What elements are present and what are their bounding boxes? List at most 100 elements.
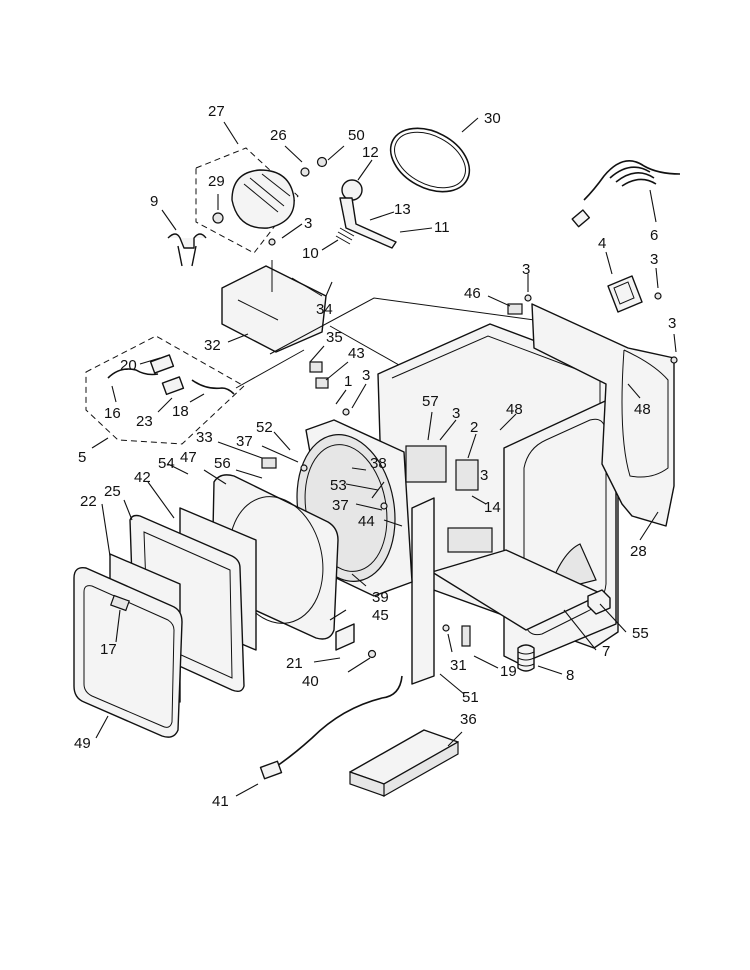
callout-29: 29 [208,173,225,190]
outer-door-49 [73,567,183,738]
drive-belt [389,127,471,193]
callout-3f: 3 [452,405,460,422]
callout-55: 55 [632,625,649,642]
callout-26: 26 [270,127,287,144]
idler-assembly [335,179,397,249]
mount-details [237,260,323,321]
switch-23 [161,376,185,396]
rear-cover-28 [531,303,675,527]
callout-3a: 3 [304,215,312,232]
callout-6: 6 [650,227,658,244]
cabinet [377,323,619,685]
drive-motor [231,169,295,229]
callout-56: 56 [214,455,231,472]
callout-20: 20 [120,357,137,374]
motor-mount-32 [221,265,327,353]
callout-48a: 48 [506,401,523,418]
callout-30: 30 [484,110,501,127]
callout-50: 50 [348,127,365,144]
rear-cover-emboss [621,349,669,478]
callout-11: 11 [434,219,450,236]
callout-22: 22 [80,493,97,510]
access-cover-4 [607,275,643,313]
callout-21: 21 [286,655,303,672]
callout-8: 8 [566,667,574,684]
motor-assembly [167,147,328,267]
screw-31 [442,624,450,632]
motor-pulley-29 [212,212,224,224]
idler-arm [339,197,397,249]
leveling-foot-threads [517,651,535,667]
callout-33: 33 [196,429,213,446]
drive-belt-inner [394,131,466,189]
screws [261,238,678,659]
power-cord [571,160,681,228]
harness-connector-41 [259,760,283,780]
motor-clip-9 [167,233,207,267]
callout-37a: 37 [236,433,253,450]
door-handle-17 [110,594,130,612]
callout-44: 44 [358,513,375,530]
callout-37b: 37 [332,497,349,514]
leader-lines [91,117,677,797]
callout-3c: 3 [522,261,530,278]
callout-14: 14 [484,499,501,516]
callout-31: 31 [450,657,467,674]
callout-32: 32 [204,337,221,354]
callout-3e: 3 [362,367,370,384]
part-33 [261,457,277,469]
motor-ribs [243,173,291,213]
leveling-foot-8 [517,644,535,672]
bracket-14 [447,527,493,553]
screw [524,294,532,302]
callout-13: 13 [394,201,411,218]
callout-28: 28 [630,543,647,560]
part-35 [309,361,323,373]
callout-35: 35 [326,329,343,346]
idler-spring [335,227,355,245]
callout-49: 49 [74,735,91,752]
screw [300,464,308,472]
callout-47: 47 [180,449,197,466]
callout-42: 42 [134,469,151,486]
toe-kick-edge [349,740,459,798]
front-harness-cable [273,675,403,769]
callout-36: 36 [460,711,477,728]
access-cover-inner [613,281,635,305]
screw [654,292,662,300]
motor-bearing-50 [316,156,328,168]
front-panel-column-51 [411,497,435,685]
callout-39: 39 [372,589,389,606]
harness-wire-16 [107,368,159,379]
callout-1: 1 [344,373,352,390]
callout-18: 18 [172,403,189,420]
cord-coils [609,166,657,187]
callout-23: 23 [136,413,153,430]
callout-16: 16 [104,405,121,422]
callout-7: 7 [602,643,610,660]
screw [342,408,350,416]
screw [268,238,276,246]
callout-51: 51 [462,689,479,706]
rear-wall-bracket-57 [405,445,447,483]
idler-pulley [341,179,363,201]
callout-46: 46 [464,285,481,302]
screw [367,649,377,659]
callout-41: 41 [212,793,229,810]
screw [380,502,388,510]
screw [670,356,678,364]
outer-door-inner [83,585,175,728]
callout-12: 12 [362,144,379,161]
cord-wire [583,160,681,201]
callout-25: 25 [104,483,121,500]
callout-43: 43 [348,345,365,362]
motor-bearing-26 [300,167,310,177]
callout-19: 19 [500,663,517,680]
callout-3d: 3 [668,315,676,332]
callout-54: 54 [158,455,175,472]
callout-48b: 48 [634,401,651,418]
part-43 [315,377,329,389]
callout-57: 57 [422,393,439,410]
callout-9: 9 [150,193,158,210]
